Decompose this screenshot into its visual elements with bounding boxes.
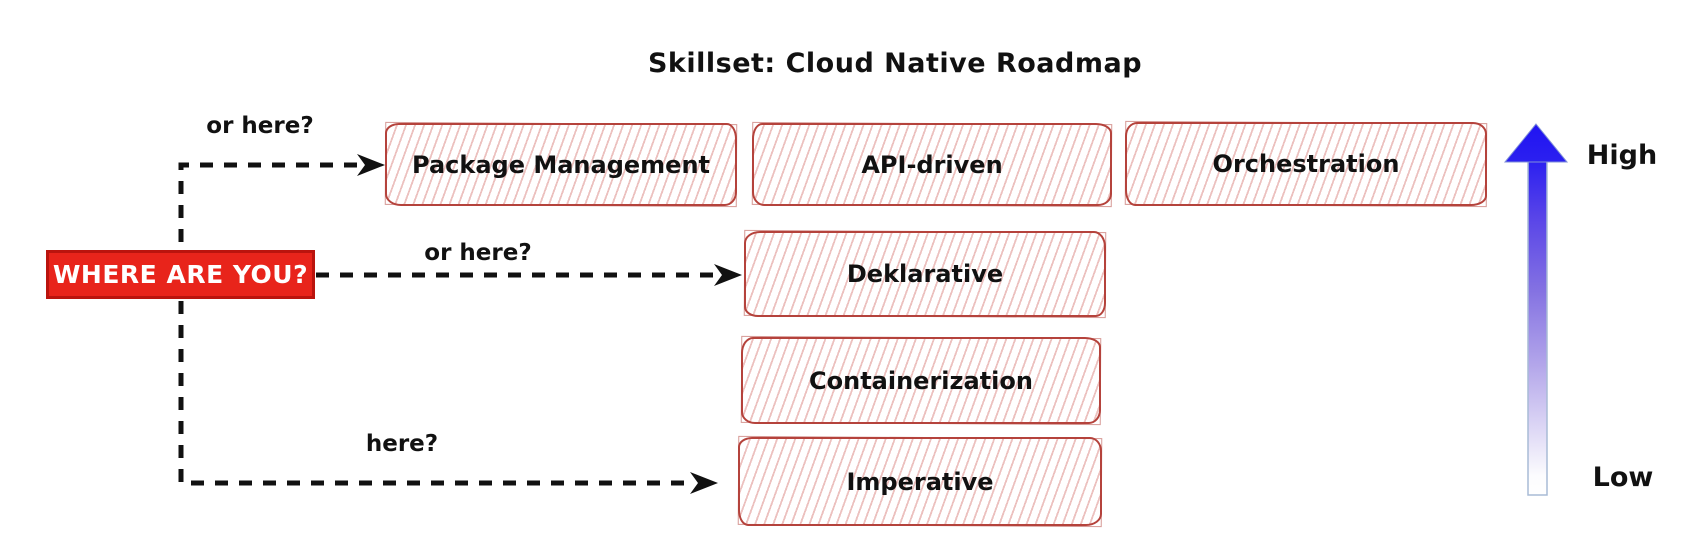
high-label: High [1586, 140, 1658, 171]
diagram-title: Skillset: Cloud Native Roadmap [647, 48, 1143, 79]
skill-box-label: Orchestration [1212, 150, 1400, 178]
where-are-you-text: WHERE ARE YOU? [52, 260, 309, 289]
skill-box-label: Deklarative [846, 260, 1004, 288]
arrowhead-icon [690, 472, 718, 494]
pointer-label-middle: or here? [424, 240, 532, 266]
arrowhead-icon [357, 154, 385, 176]
level-arrow-head [1503, 123, 1569, 163]
arrowhead-icon [714, 264, 742, 286]
skill-box-imperative: Imperative [738, 437, 1102, 526]
low-label: Low [1592, 462, 1654, 493]
skill-box-orchestration: Orchestration [1125, 122, 1487, 206]
pointer-label-top: or here? [206, 113, 314, 139]
skill-box-containerization: Containerization [741, 337, 1101, 424]
skill-box-deklarative: Deklarative [744, 231, 1106, 317]
skill-box-label: Package Management [412, 150, 710, 179]
pointer-label-bottom: here? [365, 431, 439, 457]
skill-box-api-driven: API-driven [752, 123, 1112, 206]
skill-box-label: Imperative [846, 467, 994, 496]
skill-box-label: Containerization [809, 366, 1033, 395]
skill-box-label: API-driven [861, 150, 1003, 179]
skill-level-arrow-icon [1503, 123, 1569, 496]
where-are-you-label: WHERE ARE YOU? [46, 250, 315, 299]
level-arrow-shaft [1527, 160, 1548, 496]
skill-box-package-management: Package Management [385, 123, 737, 206]
